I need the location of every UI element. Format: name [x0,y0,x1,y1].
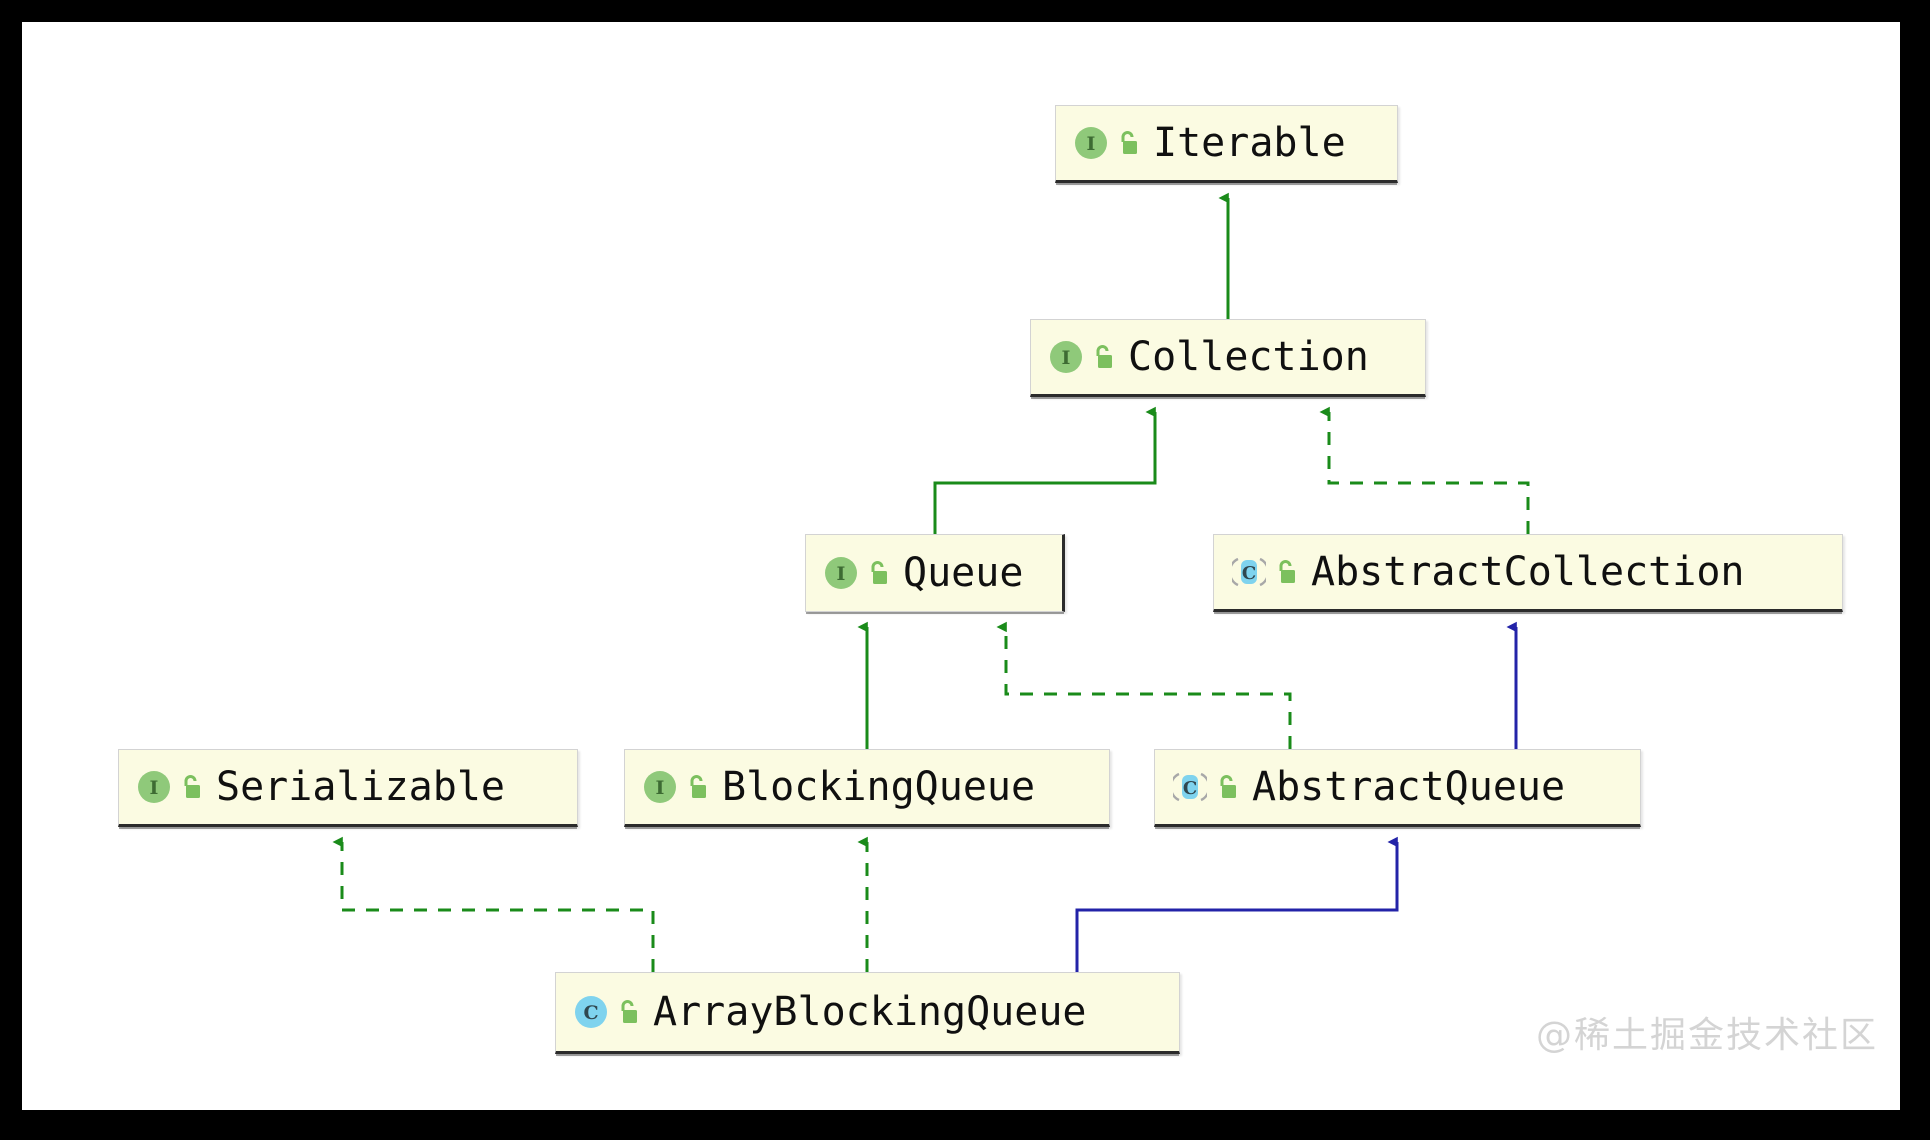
abstract-class-icon: C [1169,770,1211,804]
svg-text:C: C [1183,778,1197,799]
interface-icon: I [1074,126,1108,160]
class-name-label: Iterable [1153,120,1346,166]
svg-text:C: C [583,1002,598,1024]
unlocked-padlock-icon [178,774,202,800]
unlocked-padlock-icon [1214,774,1238,800]
class-icon: C [574,995,608,1029]
unlocked-padlock-icon [1090,344,1114,370]
interface-icon: I [1049,340,1083,374]
node-icons-queue: I [824,556,889,590]
class-name-label: Serializable [216,764,505,810]
class-node-iterable[interactable]: I Iterable [1055,105,1398,183]
class-name-label: ArrayBlockingQueue [653,989,1087,1035]
abstract-class-icon: C [1228,555,1270,589]
class-name-label: Collection [1128,334,1369,380]
class-node-queue[interactable]: I Queue [805,534,1065,612]
unlocked-padlock-icon [1273,559,1297,585]
class-name-label: AbstractQueue [1252,764,1566,810]
svg-text:I: I [837,563,846,585]
unlocked-padlock-icon [684,774,708,800]
unlocked-padlock-icon [865,560,889,586]
node-icons-blockingqueue: I [643,770,708,804]
watermark: @稀土掘金技术社区 [1535,1015,1878,1056]
class-name-label: Queue [903,550,1024,596]
edge-abstractqueue-to-queue [996,621,1292,749]
class-node-blockingqueue[interactable]: I BlockingQueue [624,749,1110,827]
edge-abstractcollection-to-collection [1319,406,1530,534]
interface-icon: I [824,556,858,590]
node-icons-abstractcollection: C [1228,555,1297,589]
node-icons-abstractqueue: C [1169,770,1238,804]
node-icons-collection: I [1049,340,1114,374]
svg-text:C: C [1242,563,1256,584]
node-icons-iterable: I [1074,126,1139,160]
svg-text:I: I [656,777,665,799]
interface-icon: I [137,770,171,804]
class-node-arrayblockingqueue[interactable]: C ArrayBlockingQueue [555,972,1180,1054]
class-name-label: BlockingQueue [722,764,1036,810]
unlocked-padlock-icon [1115,130,1139,156]
node-icons-serializable: I [137,770,202,804]
svg-text:I: I [150,777,159,799]
edge-arrayblockingqueue-to-serializable [332,836,655,972]
node-icons-arrayblockingqueue: C [574,995,639,1029]
unlocked-padlock-icon [615,999,639,1025]
interface-icon: I [643,770,677,804]
edge-arrayblockingqueue-to-abstractqueue [1075,836,1399,972]
class-node-serializable[interactable]: I Serializable [118,749,578,827]
svg-text:I: I [1087,133,1096,155]
edge-queue-to-collection [933,406,1157,534]
svg-text:I: I [1062,347,1071,369]
class-name-label: AbstractCollection [1311,549,1745,595]
diagram-canvas: I Iterable I [22,22,1900,1110]
class-node-collection[interactable]: I Collection [1030,319,1426,397]
class-node-abstractcollection[interactable]: C AbstractCollection [1213,534,1843,612]
class-node-abstractqueue[interactable]: C AbstractQueue [1154,749,1641,827]
